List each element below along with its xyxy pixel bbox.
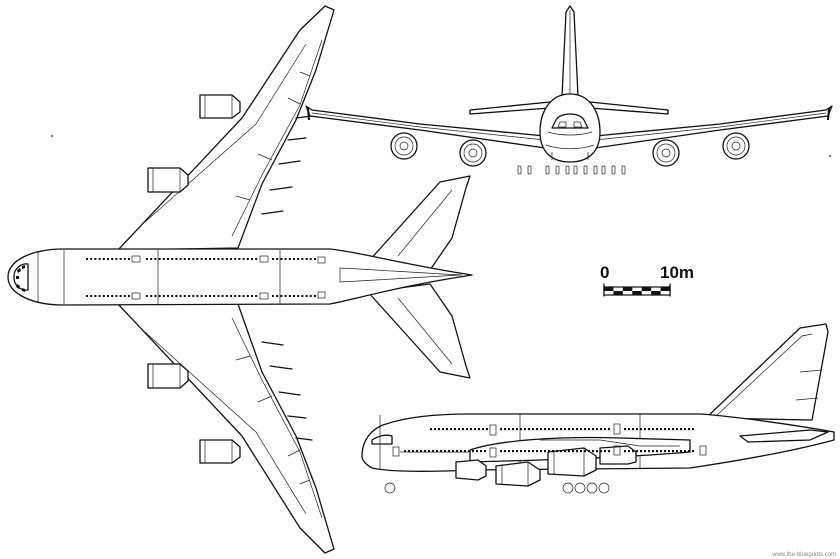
top-view-lower-stabilizer xyxy=(367,283,471,379)
top-view-upper-stabilizer xyxy=(367,175,471,271)
top-view-doors xyxy=(131,255,326,300)
scale-end-label: 10m xyxy=(660,263,694,282)
side-view-doors xyxy=(392,423,707,458)
side-view-windows xyxy=(404,428,694,453)
top-view-lower-wing xyxy=(117,303,335,554)
side-view-engines xyxy=(455,445,637,487)
top-view xyxy=(7,5,473,554)
scale-bar: 0 10m xyxy=(600,263,694,297)
front-view xyxy=(305,5,833,175)
side-view xyxy=(361,323,835,494)
scale-segments xyxy=(603,286,671,296)
scale-start-label: 0 xyxy=(600,263,609,282)
top-view-engines xyxy=(147,94,241,464)
top-view-fuselage xyxy=(7,248,473,306)
front-view-landing-gear xyxy=(517,165,626,175)
top-view-upper-wing xyxy=(117,5,335,251)
side-view-landing-gear xyxy=(384,482,610,494)
side-view-fin xyxy=(705,323,829,421)
top-view-windows xyxy=(86,258,316,297)
credit-text: www.the-blueprints.com xyxy=(771,552,836,558)
front-view-engines xyxy=(390,132,750,167)
